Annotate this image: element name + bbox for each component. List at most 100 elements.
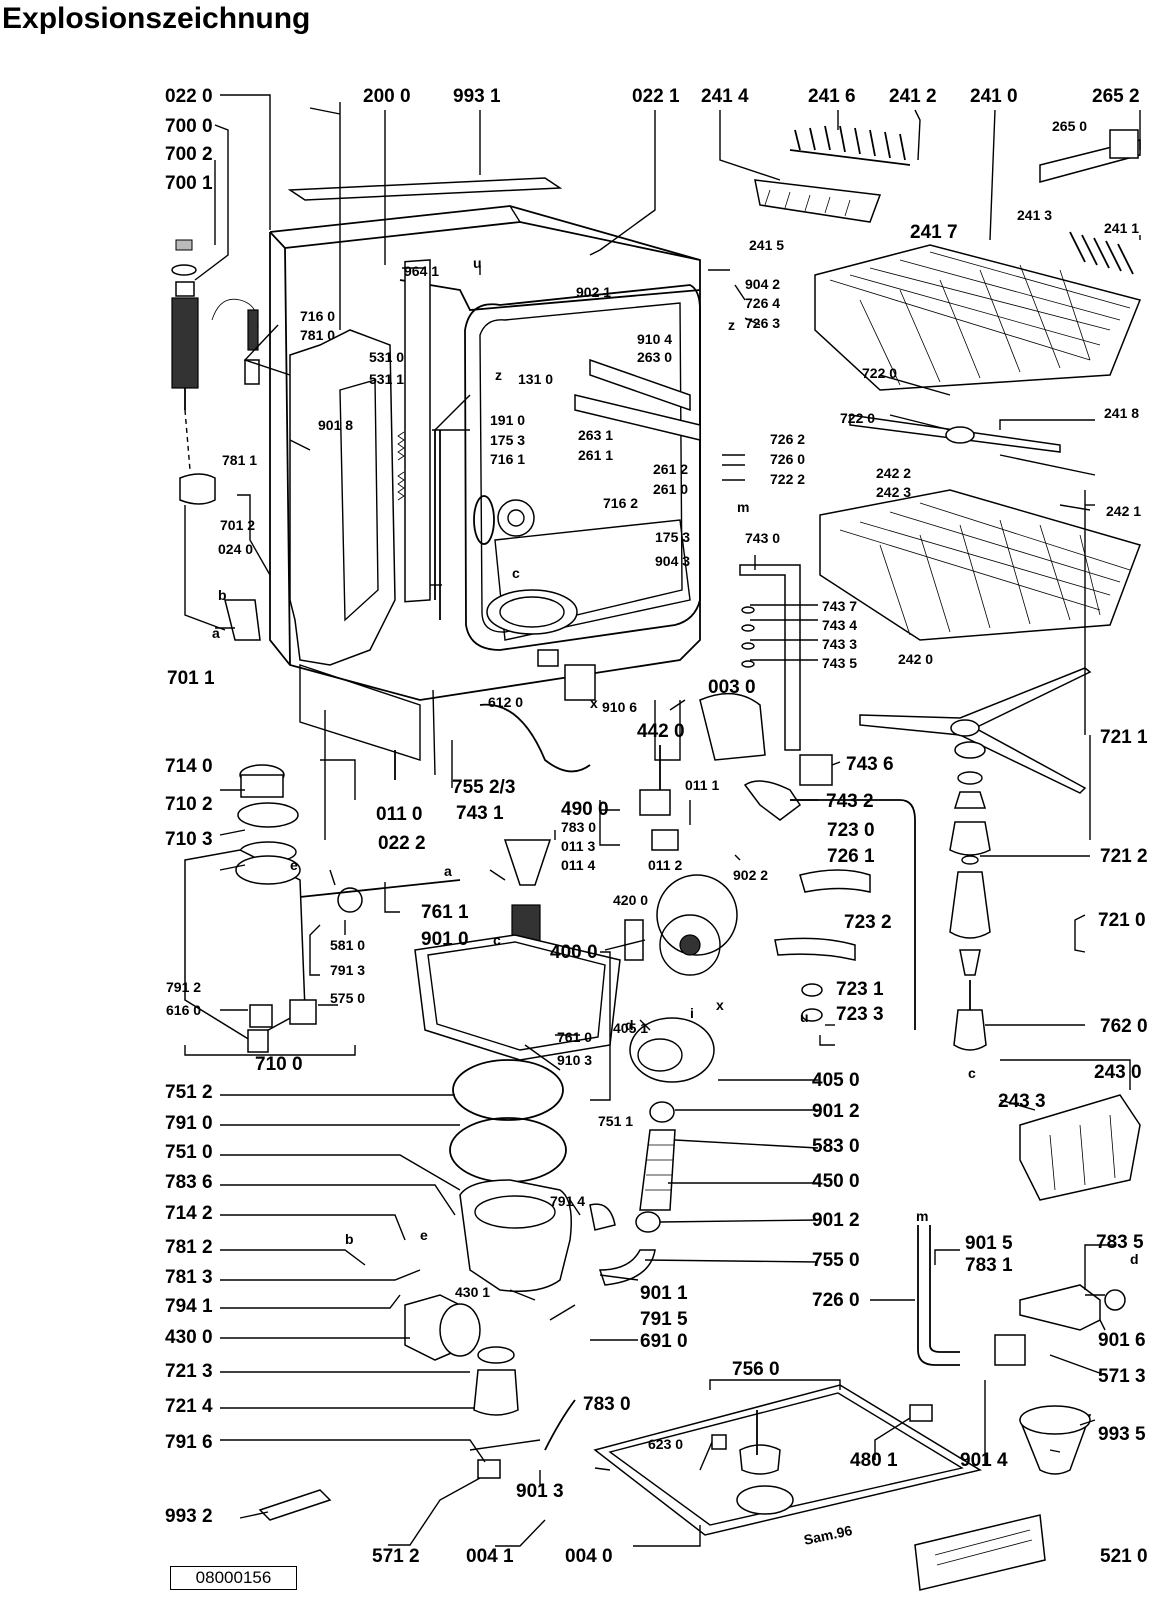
part-label: 011 3 xyxy=(561,838,595,854)
part-label: 400 0 xyxy=(550,942,598,963)
part-label: 571 3 xyxy=(1098,1366,1146,1387)
part-label: 901 5 xyxy=(965,1233,1013,1254)
part-label: 710 0 xyxy=(255,1054,303,1075)
part-label: 791 0 xyxy=(165,1113,213,1134)
part-label: 751 0 xyxy=(165,1142,213,1163)
part-label: 261 0 xyxy=(653,481,688,497)
part-label: 791 6 xyxy=(165,1432,213,1453)
marker-label: x xyxy=(590,695,598,711)
part-label: 022 1 xyxy=(632,86,680,107)
part-label: 261 2 xyxy=(653,461,688,477)
drawing-stamp: Sam.96 xyxy=(802,1522,853,1548)
part-label: 794 1 xyxy=(165,1296,213,1317)
part-label: 022 2 xyxy=(378,833,426,854)
part-label: 743 4 xyxy=(822,617,857,633)
part-label: 191 0 xyxy=(490,412,525,428)
part-label: 714 0 xyxy=(165,756,213,777)
part-label: 175 3 xyxy=(655,529,690,545)
part-label: 783 1 xyxy=(965,1255,1013,1276)
part-label: 901 8 xyxy=(318,417,353,433)
part-label: 901 2 xyxy=(812,1210,860,1231)
part-label: 430 0 xyxy=(165,1327,213,1348)
marker-label: a xyxy=(444,863,452,879)
part-label: 723 2 xyxy=(844,912,892,933)
part-label: 726 0 xyxy=(770,451,805,467)
part-label: 241 6 xyxy=(808,86,856,107)
part-label: 716 1 xyxy=(490,451,525,467)
part-label: 024 0 xyxy=(218,541,253,557)
marker-label: e xyxy=(420,1227,428,1243)
part-label: 910 3 xyxy=(557,1052,592,1068)
part-label: 783 0 xyxy=(583,1394,631,1415)
part-label: 791 4 xyxy=(550,1193,585,1209)
part-label: 200 0 xyxy=(363,86,411,107)
part-label: 420 0 xyxy=(613,892,648,908)
part-label: 623 0 xyxy=(648,1436,683,1452)
part-label: 521 0 xyxy=(1100,1546,1148,1567)
part-label: 004 0 xyxy=(565,1546,613,1567)
part-label: 616 0 xyxy=(166,1002,201,1018)
part-label: 910 6 xyxy=(602,699,637,715)
part-label: 722 0 xyxy=(862,365,897,381)
part-label: 531 1 xyxy=(369,371,404,387)
part-label: 700 1 xyxy=(165,173,213,194)
part-label: 901 0 xyxy=(421,929,469,950)
marker-label: m xyxy=(737,499,749,515)
part-label: 242 3 xyxy=(876,484,911,500)
part-label: 726 3 xyxy=(745,315,780,331)
part-label: 743 0 xyxy=(745,530,780,546)
part-label: 993 2 xyxy=(165,1506,213,1527)
marker-label: a xyxy=(212,625,220,641)
part-label: 791 2 xyxy=(166,979,201,995)
part-label: 755 2/3 xyxy=(452,777,515,798)
marker-label: z xyxy=(728,317,735,333)
part-label: 241 0 xyxy=(970,86,1018,107)
page-title: Explosionszeichnung xyxy=(2,2,311,35)
marker-label: i xyxy=(690,1005,694,1021)
marker-label: z xyxy=(495,367,502,383)
part-label: 710 2 xyxy=(165,794,213,815)
part-label: 700 0 xyxy=(165,116,213,137)
part-label: 761 0 xyxy=(557,1029,592,1045)
part-label: 762 0 xyxy=(1100,1016,1148,1037)
part-label: 243 0 xyxy=(1094,1062,1142,1083)
part-label: 761 1 xyxy=(421,902,469,923)
part-label: 242 2 xyxy=(876,465,911,481)
part-label: 721 3 xyxy=(165,1361,213,1382)
part-label: 691 0 xyxy=(640,1331,688,1352)
part-label: 901 1 xyxy=(640,1283,688,1304)
part-label: 904 2 xyxy=(745,276,780,292)
part-label: 791 3 xyxy=(330,962,365,978)
part-label: 721 1 xyxy=(1100,727,1148,748)
part-label: 430 1 xyxy=(455,1284,490,1300)
marker-label: c xyxy=(968,1065,976,1081)
marker-label: c xyxy=(512,565,520,581)
part-label: 722 0 xyxy=(840,410,875,426)
part-label: 710 3 xyxy=(165,829,213,850)
part-label: 265 0 xyxy=(1052,118,1087,134)
part-label: 901 2 xyxy=(812,1101,860,1122)
part-label: 751 1 xyxy=(598,1113,633,1129)
part-label: 902 2 xyxy=(733,867,768,883)
part-label: 791 5 xyxy=(640,1309,688,1330)
part-label: 743 7 xyxy=(822,598,857,614)
part-label: 405 1 xyxy=(613,1020,648,1036)
part-label: 531 0 xyxy=(369,349,404,365)
part-label: 241 2 xyxy=(889,86,937,107)
part-label: 723 1 xyxy=(836,979,884,1000)
part-label: 781 2 xyxy=(165,1237,213,1258)
part-label: 450 0 xyxy=(812,1171,860,1192)
part-label: 241 4 xyxy=(701,86,749,107)
part-label: 726 1 xyxy=(827,846,875,867)
part-label: 716 0 xyxy=(300,308,335,324)
marker-label: x xyxy=(716,997,724,1013)
marker-label: u xyxy=(800,1009,809,1025)
part-label: 781 1 xyxy=(222,452,257,468)
part-labels: 022 0 700 0 700 2 700 1 200 0 993 1 022 … xyxy=(165,86,1148,1567)
part-label: 755 0 xyxy=(812,1250,860,1271)
part-label: 700 2 xyxy=(165,144,213,165)
part-label: 241 5 xyxy=(749,237,784,253)
part-label: 714 2 xyxy=(165,1203,213,1224)
part-label: 243 3 xyxy=(998,1091,1046,1112)
